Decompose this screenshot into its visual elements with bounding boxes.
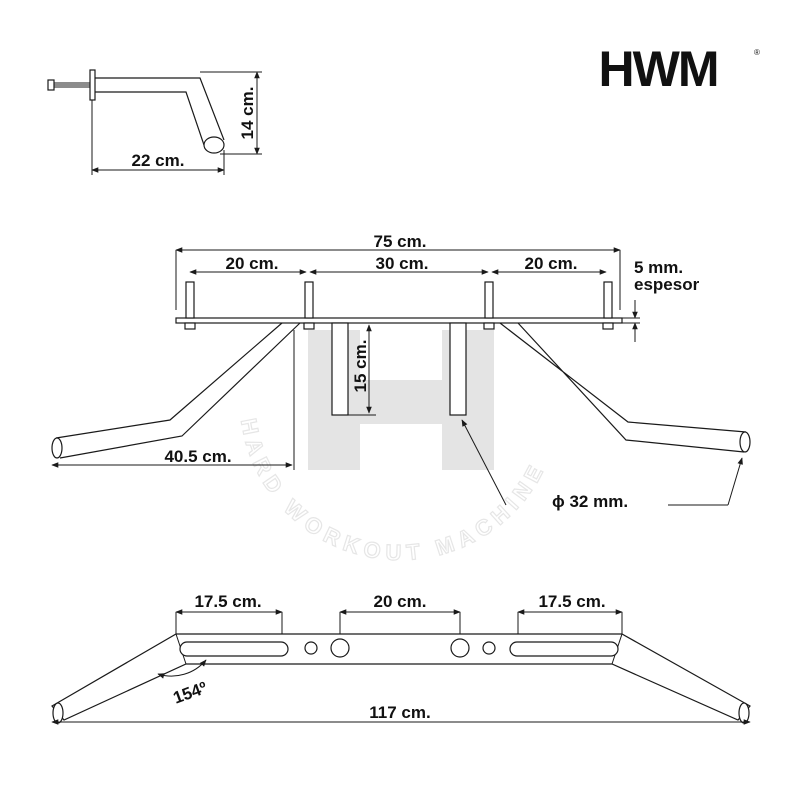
bolt — [304, 281, 314, 319]
angle-label: 154º — [171, 678, 210, 708]
bolt — [185, 281, 195, 319]
bolt-nut — [602, 322, 614, 330]
mount-left-label: 20 cm. — [226, 254, 279, 273]
thickness-value-label: 5 mm. — [634, 258, 683, 277]
mount-center-label: 30 cm. — [376, 254, 429, 273]
left-grip-end — [52, 702, 64, 724]
center-hole-label: 20 cm. — [374, 592, 427, 611]
left-arm — [55, 322, 301, 459]
watermark-ring-text: HARD WORKOUT MACHINE — [236, 416, 551, 565]
bolt-nut — [184, 322, 196, 330]
left-slot-label: 17.5 cm. — [194, 592, 261, 611]
side-height-label: 14 cm. — [238, 87, 257, 140]
small-hole — [304, 641, 318, 655]
angle-arc — [157, 659, 207, 679]
left-stub-tube — [331, 322, 349, 416]
right-arm — [499, 322, 747, 453]
side-width-label: 22 cm. — [132, 151, 185, 170]
mount-overall-label: 75 cm. — [374, 232, 427, 251]
right-grip-end — [738, 702, 750, 724]
right-stub-tube — [449, 322, 467, 416]
large-hole — [330, 638, 350, 658]
tube-outline — [95, 77, 225, 146]
bolt-nut — [303, 322, 315, 330]
bolt — [603, 281, 613, 319]
bolt-head — [47, 79, 55, 91]
tube-end — [203, 136, 225, 154]
hwm-logo: HWM ® — [599, 41, 760, 97]
diameter-label: ϕ 32 mm. — [552, 492, 628, 511]
diameter-leader-right — [727, 457, 743, 506]
right-arm-end — [739, 431, 751, 453]
diameter-leader-left — [461, 419, 507, 506]
drop-label: 15 cm. — [351, 340, 370, 393]
plan-overall-label: 117 cm. — [369, 703, 430, 722]
mount-view: 75 cm. 20 cm. 30 cm. 20 cm. 5 mm. espeso… — [51, 232, 751, 511]
right-slot-label: 17.5 cm. — [538, 592, 605, 611]
watermark: HARD WORKOUT MACHINE — [235, 330, 551, 566]
mount-plate-bar — [175, 317, 623, 324]
side-view-handle: 22 cm. 14 cm. — [47, 69, 262, 175]
registered-mark: ® — [754, 48, 760, 57]
bolt-nut — [483, 322, 495, 330]
left-arm-end — [51, 437, 63, 459]
large-hole — [450, 638, 470, 658]
small-hole — [482, 641, 496, 655]
thickness-unit-label: espesor — [634, 275, 700, 294]
logo-text: HWM — [599, 41, 718, 97]
bolt — [484, 281, 494, 319]
mount-right-label: 20 cm. — [525, 254, 578, 273]
arm-length-label: 40.5 cm. — [164, 447, 231, 466]
plan-view: 17.5 cm. 20 cm. 17.5 cm. 154º 117 cm. — [51, 592, 751, 725]
left-slot — [179, 641, 289, 657]
mount-plate — [89, 69, 96, 101]
plate-bolts — [184, 281, 614, 330]
right-slot — [509, 641, 619, 657]
